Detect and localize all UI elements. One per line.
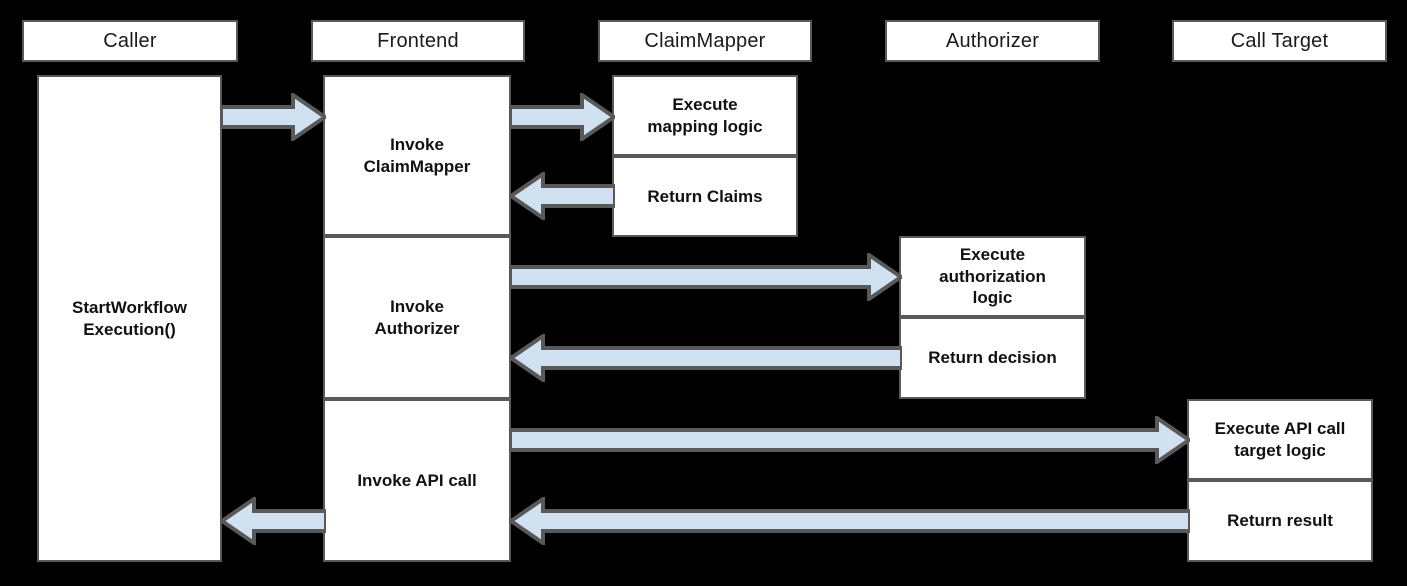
step-box-return-result: Return result [1187,480,1373,562]
arrow-calltarget-to-frontend [510,497,1190,545]
lane-label: Frontend [377,30,459,52]
step-box-invoke-api-call: Invoke API call [323,399,511,562]
step-box-return-claims: Return Claims [612,156,798,237]
arrow-frontend-to-calltarget [510,416,1190,464]
lane-label: ClaimMapper [644,30,766,52]
lane-header-frontend: Frontend [311,20,525,62]
arrow-caller-to-frontend [221,93,326,141]
arrow-claimmapper-to-frontend [510,172,615,220]
arrow-frontend-to-authorizer [510,253,902,301]
arrow-frontend-to-claimmapper [510,93,615,141]
step-box-return-decision: Return decision [899,317,1086,399]
lane-header-caller: Caller [22,20,238,62]
lane-label: Caller [103,30,157,52]
step-label: Return decision [928,348,1057,368]
arrow-authorizer-to-frontend [510,334,902,382]
lane-header-claimmapper: ClaimMapper [598,20,812,62]
lane-label: Call Target [1230,30,1329,52]
step-label: Return result [1227,511,1333,531]
step-label: Return Claims [647,186,763,206]
lane-header-authorizer: Authorizer [885,20,1100,62]
arrow-frontend-to-caller [221,497,326,545]
lane-header-calltarget: Call Target [1172,20,1387,62]
lane-label: Authorizer [945,30,1040,52]
step-label: Invoke API call [357,470,477,490]
